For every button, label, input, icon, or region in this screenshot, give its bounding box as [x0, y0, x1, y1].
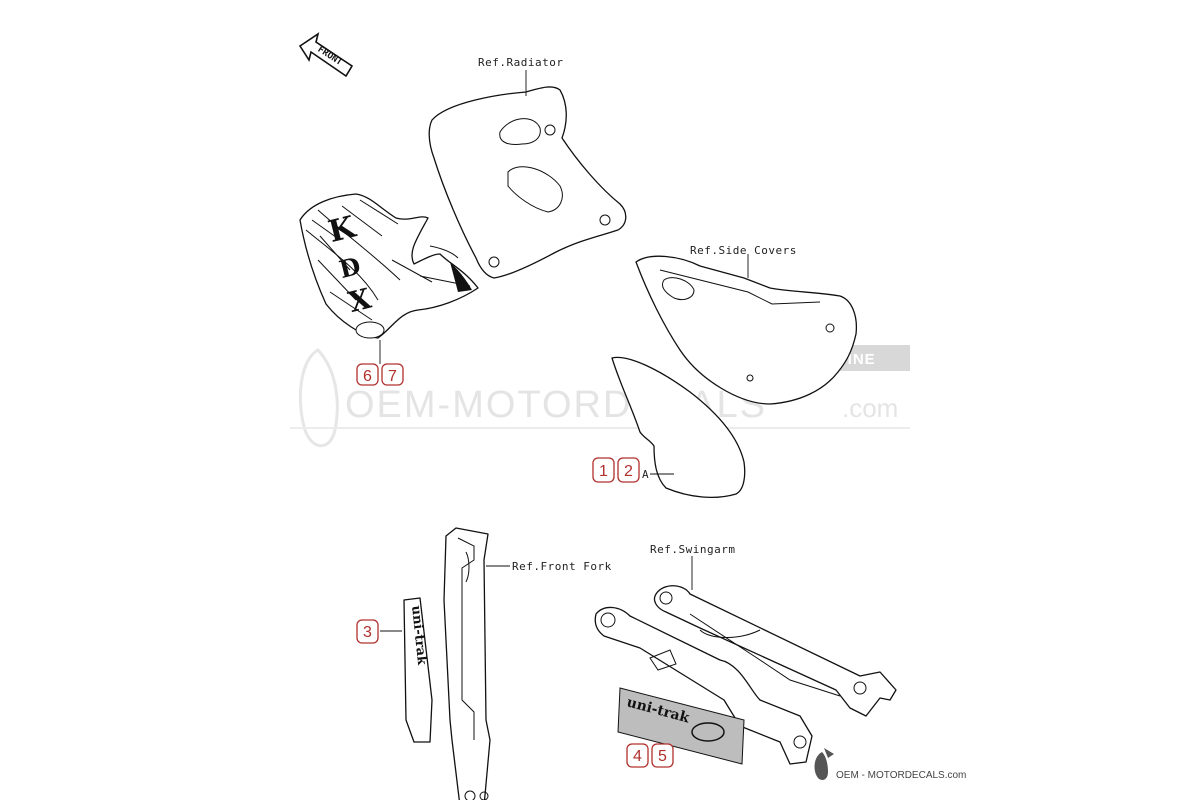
callout-7: 7: [388, 368, 397, 385]
front-fork-guard: [443, 527, 510, 804]
site-logo: OEM - MOTORDECALS.com: [814, 748, 966, 781]
callout-7-box: [381, 363, 404, 386]
callout-5-box: [651, 743, 674, 768]
radiator-shroud: [428, 70, 627, 279]
ref-radiator-label: Ref.Radiator: [478, 56, 563, 69]
side-cover: [635, 254, 858, 405]
callout-3-box: [356, 619, 379, 644]
callout-group-3: 3: [356, 619, 379, 644]
ref-side-covers-label: Ref.Side Covers: [690, 244, 797, 257]
front-arrow-icon: FRONT: [298, 32, 354, 78]
fork-decal: uni-trak: [380, 597, 433, 743]
swingarm: [594, 556, 897, 765]
callout-2: 2: [624, 463, 633, 480]
callout-4-box: [626, 743, 649, 768]
callout-6: 6: [363, 368, 372, 385]
ref-swingarm-label: Ref.Swingarm: [650, 543, 735, 556]
side-cover-decal: A: [611, 356, 746, 498]
callout-5: 5: [658, 748, 667, 765]
side-cover-marker: A: [642, 468, 649, 481]
callout-2-box: [617, 457, 640, 483]
watermark-suffix: .com: [842, 393, 898, 423]
callout-1-box: [592, 457, 615, 483]
callout-4: 4: [633, 748, 642, 765]
callout-3: 3: [363, 624, 372, 641]
ref-front-fork-label: Ref.Front Fork: [512, 560, 612, 573]
callout-1: 1: [599, 463, 608, 480]
site-logo-text: OEM - MOTORDECALS.com: [836, 770, 966, 781]
callout-group-4-5: 4 5: [626, 743, 674, 768]
shroud-decal: K D X: [299, 193, 479, 364]
fork-decal-graphic: uni-trak: [408, 605, 429, 667]
callout-group-6-7: 6 7: [356, 363, 404, 386]
callout-group-1-2: 1 2: [592, 457, 640, 483]
callout-6-box: [356, 363, 379, 386]
